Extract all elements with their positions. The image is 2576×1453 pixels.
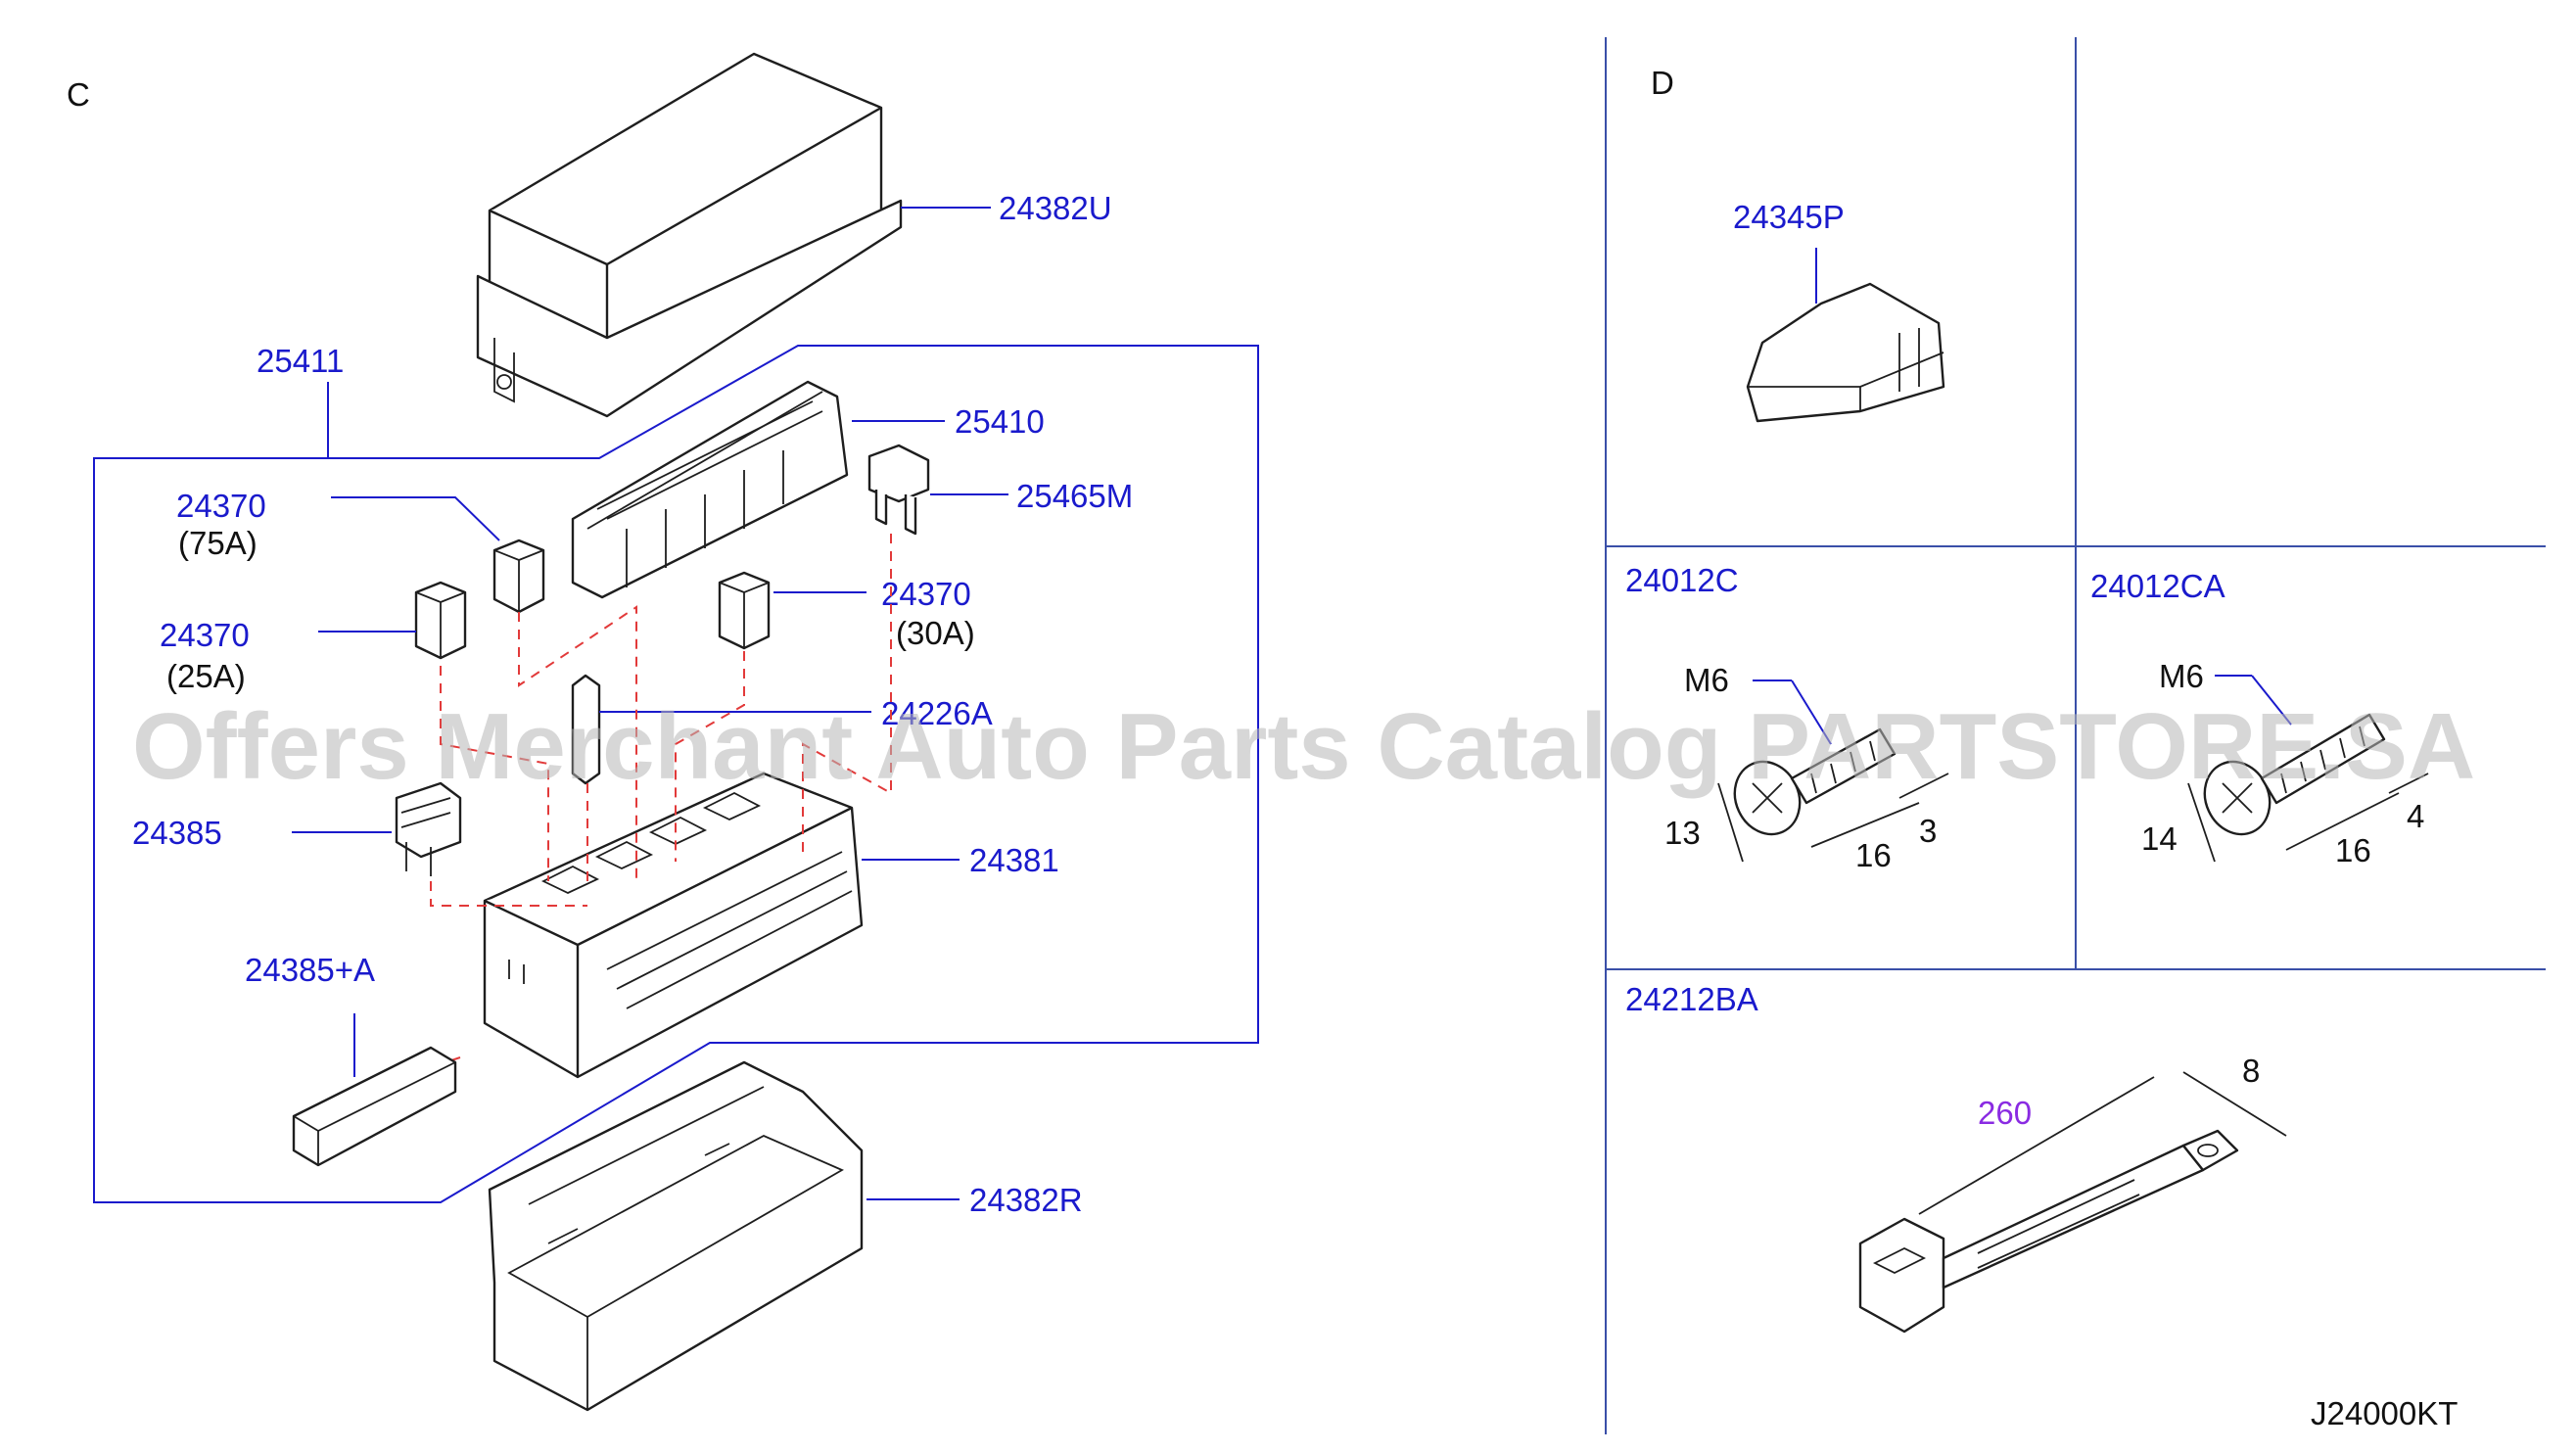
label-24370-75a: 24370 <box>176 488 266 524</box>
dim-3: 3 <box>1919 813 1937 849</box>
label-25a: (25A) <box>166 658 246 694</box>
fuse-30a-part <box>718 571 771 650</box>
label-25411: 25411 <box>257 343 344 379</box>
dim-4: 4 <box>2407 798 2424 834</box>
label-24382R: 24382R <box>969 1182 1083 1218</box>
label-75a: (75A) <box>178 525 258 561</box>
relay-block-part <box>571 380 849 599</box>
bolt-24012CA-part <box>2203 713 2386 836</box>
section-grid <box>1605 37 2546 1434</box>
leader-24370-75a <box>331 496 500 541</box>
label-25465M: 25465M <box>1016 478 1133 514</box>
terminal-24385-part <box>395 781 462 876</box>
fuse-24226A-part <box>571 674 601 785</box>
fuse-cover-24385A-part <box>292 1046 457 1167</box>
section-d-label: D <box>1651 65 1674 101</box>
connector-24345P-part <box>1746 282 1945 423</box>
dim-8: 8 <box>2242 1053 2260 1089</box>
dim-16-b: 16 <box>2335 832 2371 868</box>
dim-line-16-a <box>1810 802 1920 848</box>
dim-260: 260 <box>1978 1095 2032 1131</box>
dim-line-13 <box>1717 782 1744 863</box>
dim-line-16-b <box>2285 792 2400 851</box>
top-cover-part <box>476 52 903 418</box>
label-24370-25a: 24370 <box>160 617 250 653</box>
dim-line-8 <box>2182 1071 2287 1137</box>
label-25410: 25410 <box>955 403 1045 440</box>
dim-line-3 <box>1898 773 1949 799</box>
section-c-label: C <box>67 76 90 113</box>
dim-line-4 <box>2388 773 2429 794</box>
label-24212BA: 24212BA <box>1625 981 1758 1017</box>
label-24385A: 24385+A <box>245 952 375 988</box>
assembly-boundary-25411 <box>93 345 1259 1203</box>
fuse-box-body-part <box>483 772 864 1079</box>
watermark-text: Offers Merchant Auto Parts Catalog PARTS… <box>132 694 2475 799</box>
dim-13: 13 <box>1664 815 1701 851</box>
label-24382U: 24382U <box>999 190 1112 226</box>
bolt-24012C-part <box>1733 727 1897 836</box>
dim-14: 14 <box>2141 820 2178 857</box>
label-24345P: 24345P <box>1733 199 1845 235</box>
cable-tie-24212BA-part <box>1858 1129 2239 1334</box>
label-24012CA: 24012CA <box>2090 568 2225 604</box>
label-24370-30a: 24370 <box>881 576 971 612</box>
leader-m6-b-diag <box>2251 675 2292 726</box>
fuse-25a-part <box>414 581 467 660</box>
leader-m6-a-diag <box>1791 680 1832 745</box>
dim-m6-a: M6 <box>1684 662 1729 698</box>
label-24226A: 24226A <box>881 695 993 731</box>
dim-line-260 <box>1918 1076 2155 1215</box>
fuse-75a-part <box>492 539 545 614</box>
label-24385: 24385 <box>132 815 222 851</box>
label-30a: (30A) <box>896 615 975 651</box>
dim-line-14 <box>2187 782 2216 863</box>
dim-16-a: 16 <box>1855 837 1892 873</box>
label-24012C: 24012C <box>1625 562 1739 598</box>
fuse-25465M-part <box>867 444 930 536</box>
diagram-code: J24000KT <box>2311 1395 2458 1431</box>
label-24381: 24381 <box>969 842 1059 878</box>
bottom-tray-part <box>488 1060 864 1412</box>
dim-m6-b: M6 <box>2159 658 2204 694</box>
